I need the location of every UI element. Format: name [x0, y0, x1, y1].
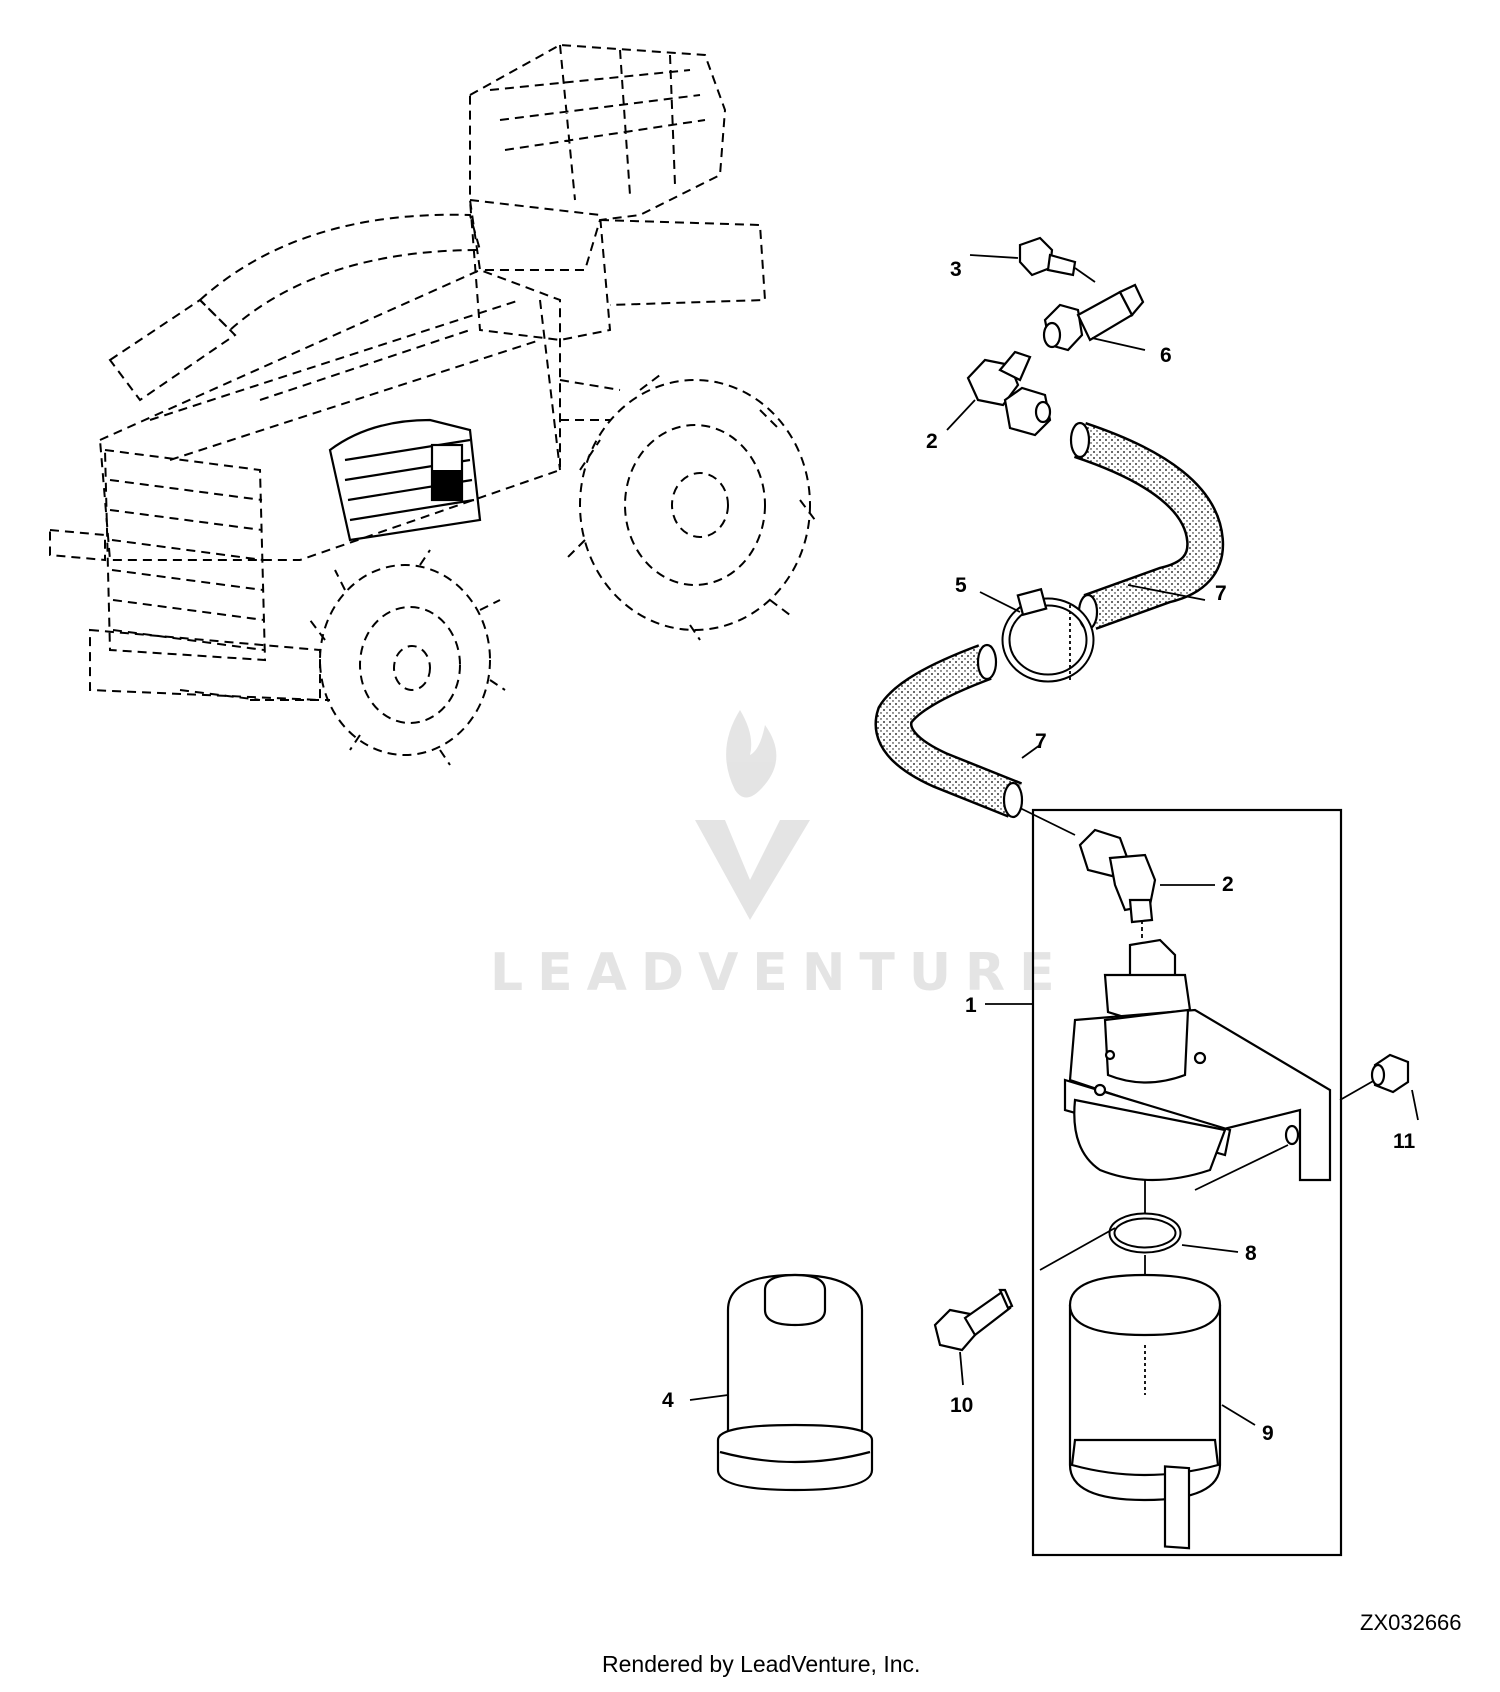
- part-1-filter-head: [1063, 938, 1332, 1191]
- part-5-clamp: [1001, 587, 1095, 683]
- v-logo-icon: [695, 820, 810, 920]
- part-3-fitting: [1018, 236, 1096, 283]
- part-9-bowl: [1068, 1273, 1222, 1550]
- figure-code: ZX032666: [1360, 1610, 1462, 1635]
- part-8-o-ring: [1039, 1180, 1182, 1340]
- callout-4: 4: [662, 1389, 674, 1412]
- callout-3: 3: [950, 258, 962, 281]
- callout-5: 5: [955, 574, 967, 597]
- part-7-hose-upper: [1069, 421, 1225, 631]
- callout-2-lower: 2: [1222, 873, 1234, 896]
- watermark: LEADVENTURE: [490, 710, 1069, 1003]
- callout-7-lower: 7: [1035, 730, 1047, 753]
- part-11-nut: [1339, 1053, 1410, 1101]
- rendered-by-credit: Rendered by LeadVenture, Inc.: [602, 1651, 920, 1677]
- machine-outline: [49, 43, 816, 766]
- callout-8: 8: [1245, 1242, 1257, 1265]
- callout-1: 1: [965, 994, 977, 1017]
- callout-6: 6: [1160, 344, 1172, 367]
- flame-logo-icon: [726, 710, 777, 798]
- callout-2-upper: 2: [926, 430, 938, 453]
- part-10-bolt: [933, 1288, 1014, 1352]
- part-6-adapter: [1042, 283, 1145, 352]
- callout-7-upper: 7: [1215, 582, 1227, 605]
- assembly-1-box: [1031, 808, 1343, 1557]
- leader-lines: [689, 254, 1419, 1426]
- part-4-filter-element: [716, 1273, 874, 1492]
- callout-9: 9: [1262, 1422, 1274, 1445]
- part-2-elbow-lower: [1019, 807, 1157, 940]
- callout-10: 10: [950, 1394, 973, 1417]
- callout-11: 11: [1393, 1130, 1416, 1153]
- watermark-text: LEADVENTURE: [490, 943, 1069, 1003]
- part-2-elbow-upper: [966, 350, 1052, 437]
- part-7-hose-lower: [874, 643, 1024, 819]
